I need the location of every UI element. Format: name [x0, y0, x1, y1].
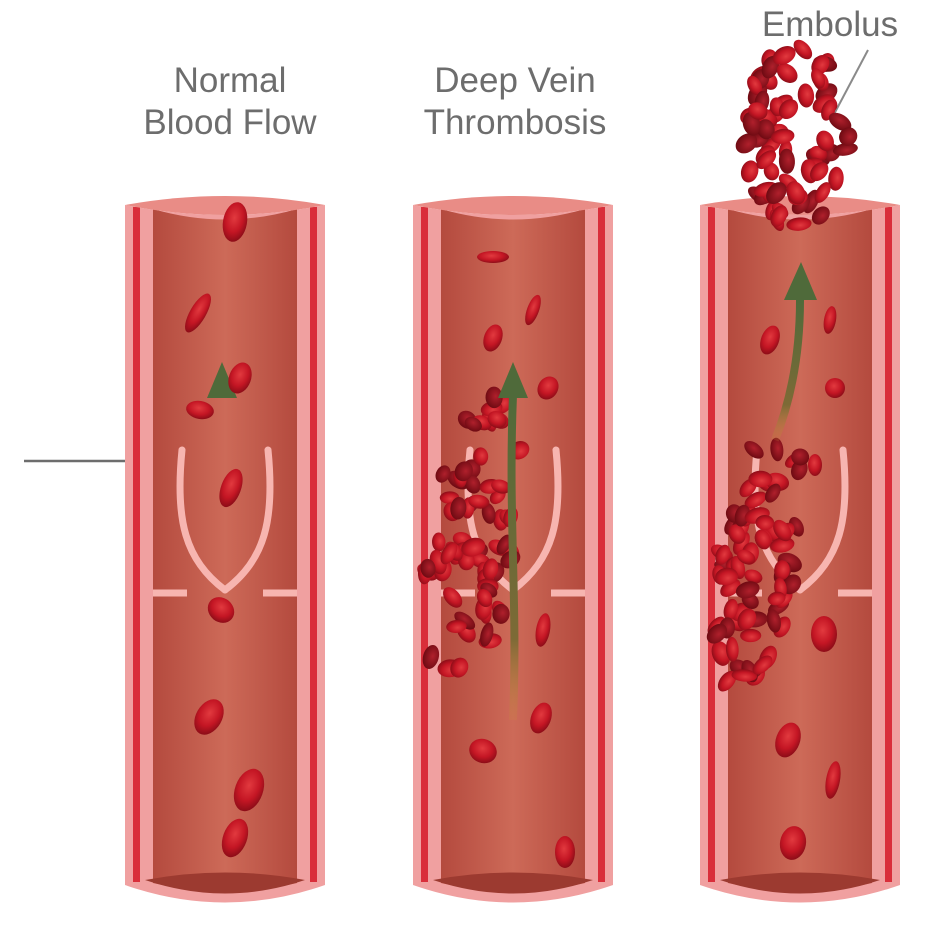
vessel-stripe	[885, 207, 892, 882]
red-blood-cell	[477, 251, 509, 263]
vessel-stripe	[310, 207, 317, 882]
vessel-stripe	[133, 207, 140, 882]
vessel-stripe	[421, 207, 428, 882]
red-blood-cell	[797, 83, 815, 108]
vessel-normal-blood-flow	[125, 196, 325, 903]
vessel-deep-vein-thrombosis	[400, 196, 613, 903]
red-blood-cell	[555, 836, 575, 868]
vessel-stripe	[708, 207, 715, 882]
flow-arrow	[512, 395, 515, 720]
red-blood-cell	[811, 616, 837, 652]
embolus-leader-line	[832, 50, 868, 118]
embolus-label: Embolus	[735, 4, 925, 46]
vessel-stripe	[598, 207, 605, 882]
red-blood-cell	[825, 378, 845, 398]
vessel-embolus	[684, 36, 900, 902]
red-blood-cell	[808, 454, 822, 476]
